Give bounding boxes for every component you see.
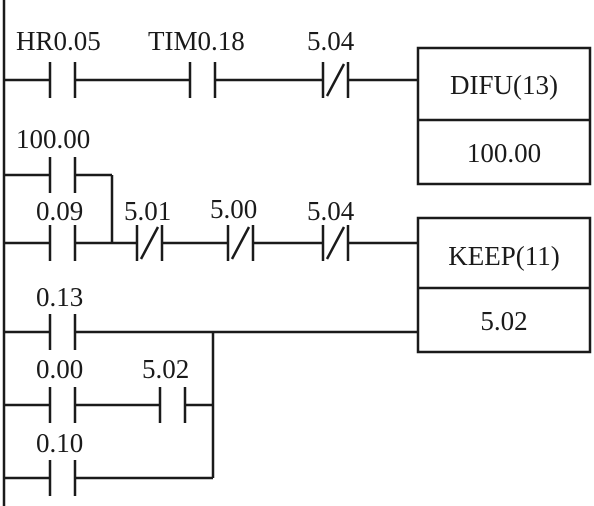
contact-label-0-13: 0.13 [36,282,83,312]
contact-5-02 [158,387,187,423]
contact-label-0-00: 0.00 [36,354,83,384]
contact-hr0-05 [48,62,77,98]
contact-label-hr0-05: HR0.05 [16,26,101,56]
contact-label-5-01: 5.01 [124,196,171,226]
contact-label-0-09: 0.09 [36,196,83,226]
keep-instruction-label: KEEP(11) [448,241,559,271]
contact-nc-5-00 [226,225,255,261]
rung-2: 100.00 0.09 5.01 5.00 5.04 0.13 KEEP(11)… [4,124,592,354]
difu-instruction-label: DIFU(13) [450,70,558,100]
keep-instruction-block: KEEP(11) 5.02 [416,216,592,354]
contact-label-5-04-rung2: 5.04 [307,196,355,226]
contact-label-5-02: 5.02 [142,354,189,384]
contact-nc-5-04-rung1 [321,62,350,98]
contact-100-00 [48,157,77,193]
contact-0-09 [48,225,77,261]
contact-nc-5-04-rung2 [321,225,350,261]
difu-instruction-block: DIFU(13) 100.00 [416,46,592,186]
difu-operand-label: 100.00 [467,138,541,168]
contact-label-5-00: 5.00 [210,194,257,224]
contact-0-10 [48,460,77,496]
contact-0-00 [48,387,77,423]
contact-label-100-00: 100.00 [16,124,90,154]
keep-operand-label: 5.02 [480,306,527,336]
contact-tim0-18 [188,62,217,98]
contact-nc-5-01 [135,225,164,261]
rung-3: 0.00 5.02 0.10 [4,332,215,496]
contact-0-13 [48,314,77,350]
rung-1: HR0.05 TIM0.18 5.04 DIFU(13) 100.00 [4,26,592,186]
contact-label-0-10: 0.10 [36,428,83,458]
contact-label-5-04-rung1: 5.04 [307,26,355,56]
contact-label-tim0-18: TIM0.18 [148,26,245,56]
